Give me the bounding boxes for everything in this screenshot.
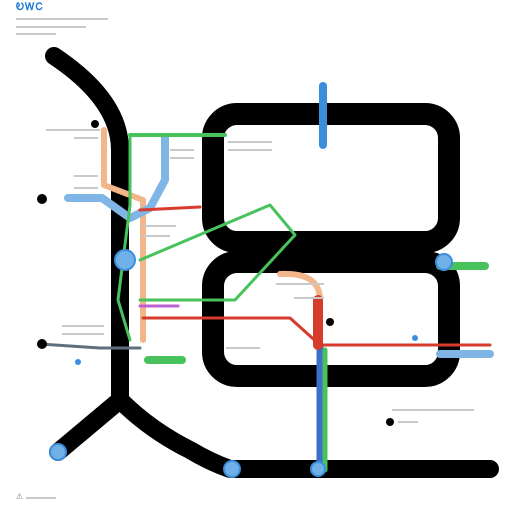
station-dot[interactable] — [75, 359, 81, 365]
map-header: ᎧᎳᏟ — [16, 2, 136, 42]
main-road-southeast — [111, 391, 499, 478]
grey-line — [38, 342, 142, 350]
blue-line-diagonal — [64, 134, 169, 222]
header-label-line — [16, 33, 56, 35]
map-logo: ᎧᎳᏟ — [16, 2, 44, 13]
station-dot[interactable] — [37, 194, 47, 204]
station-marker[interactable] — [310, 461, 326, 477]
main-road-west — [45, 47, 129, 461]
station-marker[interactable] — [49, 443, 67, 461]
station-marker[interactable] — [223, 460, 241, 478]
orange-line — [101, 127, 146, 343]
station-dot[interactable] — [91, 120, 99, 128]
map-footer: ⚠ — [16, 492, 96, 504]
station-marker[interactable] — [435, 253, 453, 271]
footer-label-line — [26, 497, 56, 499]
block-north — [202, 103, 460, 253]
station-label-lines — [46, 129, 474, 423]
footer-mark: ⚠ — [16, 492, 24, 501]
header-label-line — [16, 26, 86, 28]
green-line-cross — [138, 203, 297, 302]
station-dot[interactable] — [412, 335, 418, 341]
stations — [37, 120, 453, 478]
header-label-line — [16, 18, 108, 20]
red-line — [138, 205, 492, 347]
station-dot[interactable] — [37, 339, 47, 349]
station-dot[interactable] — [326, 318, 334, 326]
station-marker[interactable] — [114, 249, 136, 271]
station-dot[interactable] — [386, 418, 394, 426]
